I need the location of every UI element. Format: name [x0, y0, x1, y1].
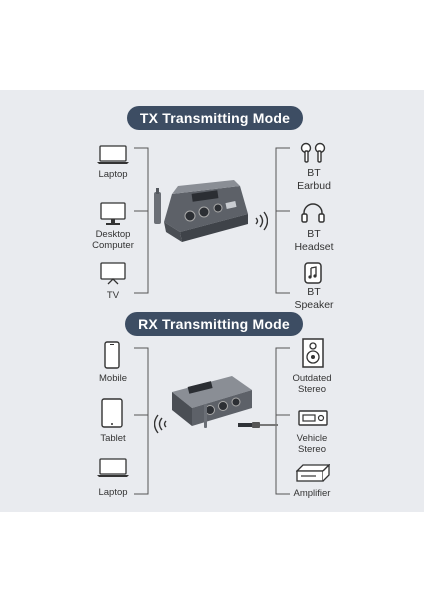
rx-source-label-tablet: Tablet [100, 433, 126, 444]
laptop-icon [96, 145, 130, 165]
rx-source-label-laptop: Laptop [98, 487, 128, 498]
rx-output-vehicle-line2: Stereo [298, 444, 326, 455]
rx-output-label-outdated-stereo: Outdated Stereo [284, 373, 340, 395]
tx-output-speaker-line1: BT [307, 286, 321, 298]
rx-output-outdated-line2: Stereo [298, 384, 326, 395]
tx-output-speaker-line2: Speaker [294, 298, 334, 311]
tx-output-label-headset: BT Headset [290, 228, 338, 253]
diagram-panel [0, 90, 424, 512]
tx-output-label-earbud: BT Earbud [292, 167, 336, 192]
speaker-icon [303, 262, 323, 284]
car-stereo-icon [298, 410, 328, 426]
bluetooth-receiver-device [166, 370, 258, 430]
headset-icon [300, 202, 326, 224]
wireless-signal-icon [154, 414, 168, 434]
wireless-signal-icon [254, 211, 268, 231]
tx-mode-title: TX Transmitting Mode [127, 106, 303, 130]
rx-output-outdated-line1: Outdated [292, 373, 332, 384]
tx-source-label-desktop: Desktop Computer [92, 229, 134, 251]
tx-output-headset-line2: Headset [294, 240, 334, 253]
bluetooth-transmitter-device [152, 178, 252, 244]
mobile-phone-icon [104, 341, 120, 369]
tx-output-headset-line1: BT [307, 228, 321, 240]
rx-output-label-amplifier: Amplifier [284, 488, 340, 499]
amplifier-icon [296, 464, 330, 482]
stereo-speaker-icon [302, 338, 324, 368]
tx-output-label-speaker: BT Speaker [290, 286, 338, 311]
aux-cable-icon [238, 420, 278, 430]
desktop-computer-icon [99, 202, 127, 226]
tx-source-label-tv: TV [106, 290, 120, 301]
tx-output-earbud-line2: Earbud [297, 179, 331, 192]
tx-output-earbud-line1: BT [307, 167, 321, 179]
laptop-icon [96, 458, 130, 478]
earbuds-icon [300, 142, 326, 164]
tablet-icon [101, 398, 123, 428]
tx-source-label-laptop: Laptop [98, 169, 128, 180]
rx-output-label-vehicle-stereo: Vehicle Stereo [284, 433, 340, 455]
rx-output-vehicle-line1: Vehicle [296, 433, 328, 444]
rx-output-amplifier-line1: Amplifier [293, 488, 331, 499]
rx-mode-title: RX Transmitting Mode [125, 312, 303, 336]
tv-icon [99, 262, 127, 286]
rx-source-label-mobile: Mobile [99, 373, 127, 384]
